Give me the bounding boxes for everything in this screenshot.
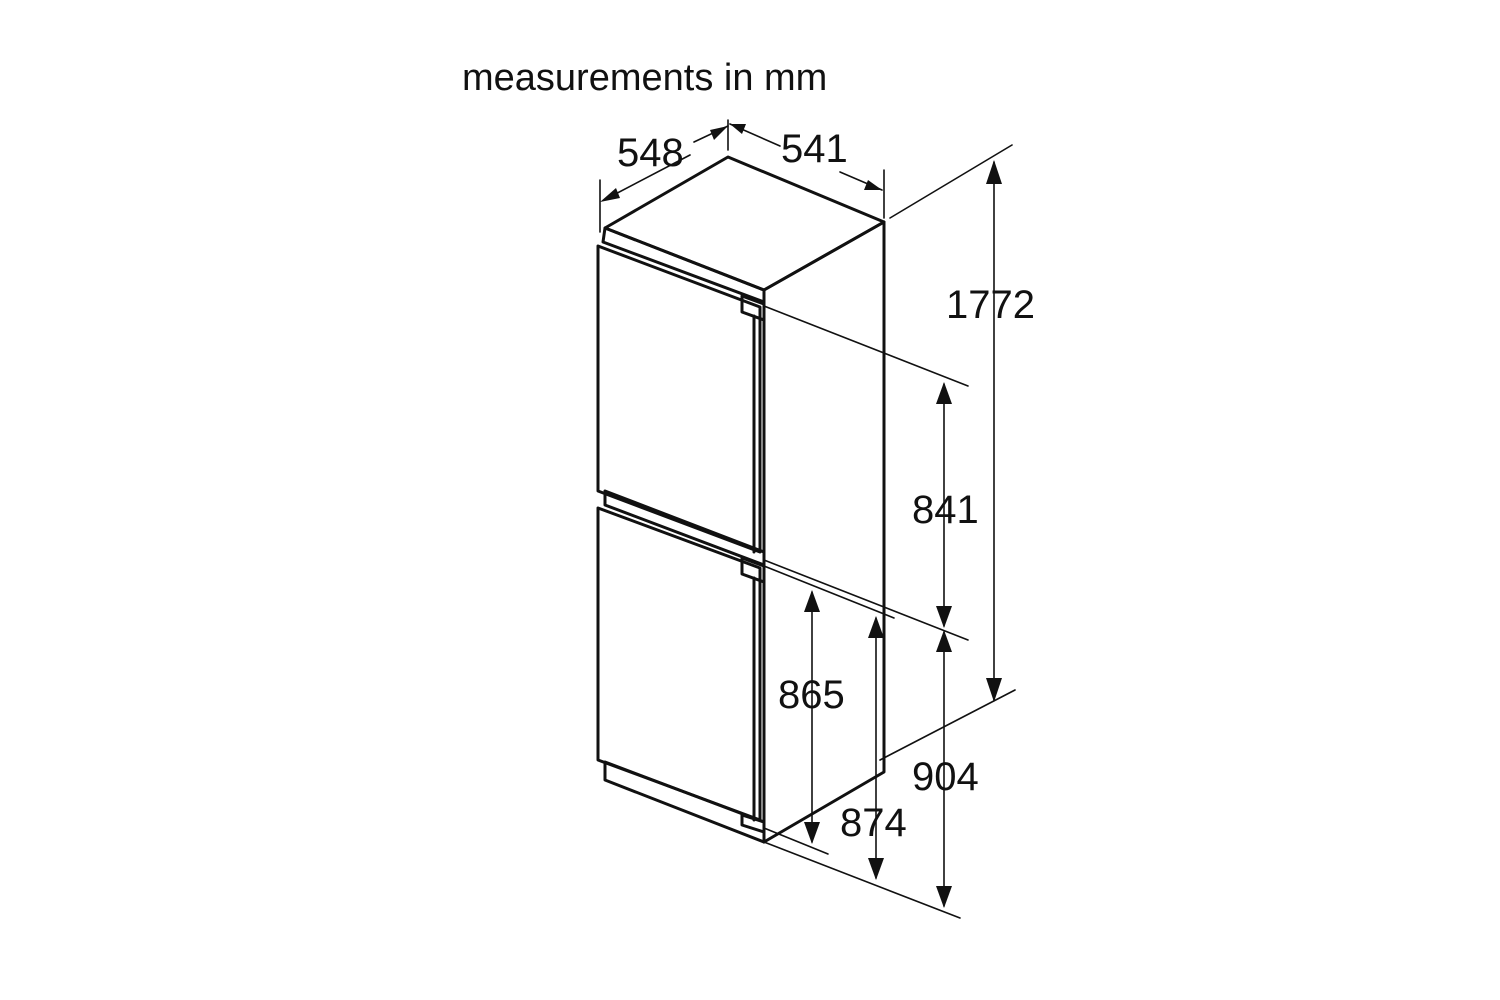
- dim-lower-niche: [763, 630, 961, 919]
- dim-lower-door-b: [868, 616, 884, 880]
- dim-total-height: [879, 144, 1016, 761]
- dim-depth: [599, 125, 729, 233]
- dim-upper-door-label: 841: [912, 488, 979, 532]
- appliance-body: [596, 155, 886, 844]
- plinth: [603, 760, 766, 844]
- dim-total-height-label: 1772: [946, 283, 1035, 327]
- dim-upper-door: [763, 305, 969, 641]
- top-trim: [601, 226, 766, 304]
- dim-width: [727, 119, 885, 219]
- dim-lower-door-a: [763, 565, 895, 855]
- dim-lower-door-b-label: 874: [840, 801, 907, 845]
- dim-lower-door-a-label: 865: [778, 673, 845, 717]
- side-face: [762, 220, 886, 844]
- dim-lower-niche-label: 904: [912, 755, 979, 799]
- dim-width-label: 541: [781, 127, 848, 171]
- dim-depth-label: 548: [617, 131, 684, 175]
- diagram-title: measurements in mm: [462, 57, 827, 99]
